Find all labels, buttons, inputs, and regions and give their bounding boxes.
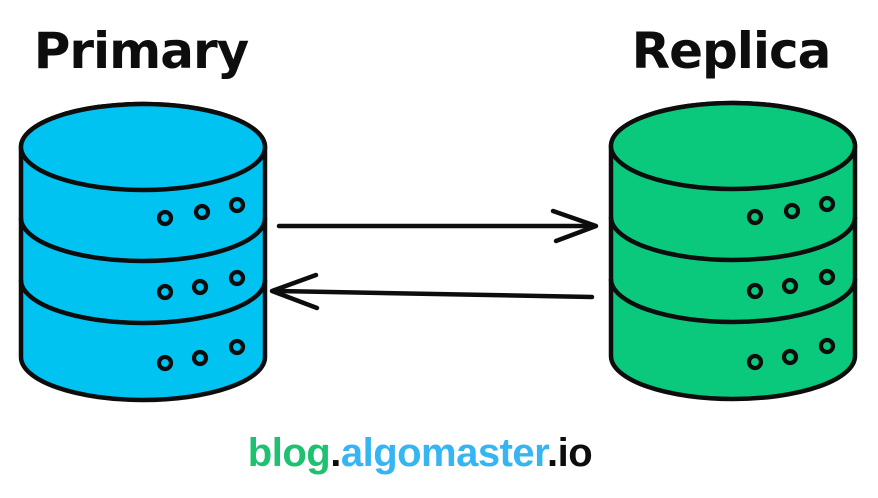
cylinder-divider	[18, 217, 268, 264]
arrow-replica-to-primary	[269, 272, 595, 311]
brand-part-algomaster: algomaster	[340, 431, 548, 475]
cylinder-dots	[746, 195, 836, 371]
primary-label: Primary	[33, 22, 250, 80]
brand-separator-dot: .	[330, 431, 341, 475]
cylinder-top	[18, 101, 268, 193]
replica-database-icon	[608, 100, 858, 402]
arrowhead-left-icon	[269, 272, 320, 311]
arrowhead-right-icon	[550, 208, 599, 244]
cylinder-divider	[608, 216, 858, 263]
brand-part-io: io	[557, 431, 593, 475]
primary-database-icon	[18, 101, 268, 403]
brand-footer: blog.algomaster.io	[0, 431, 859, 476]
cylinder-divider	[18, 279, 268, 326]
brand-separator-dot: .	[547, 431, 558, 475]
replica-label: Replica	[631, 22, 832, 80]
cylinder-top	[608, 100, 858, 192]
cylinder-dots	[156, 196, 246, 372]
brand-part-blog: blog	[247, 431, 331, 475]
cylinder-divider	[608, 278, 858, 325]
arrow-primary-to-replica	[276, 208, 599, 244]
